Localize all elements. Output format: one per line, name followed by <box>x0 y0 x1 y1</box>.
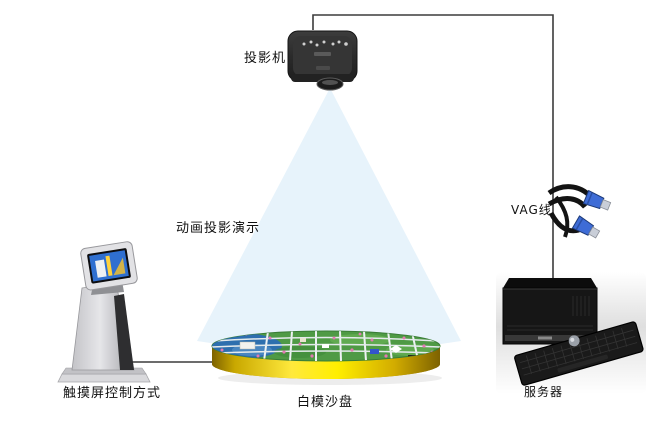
keyboard-spacebar <box>557 354 609 373</box>
kiosk-screen <box>80 241 138 291</box>
keyboard-illustration <box>514 321 644 386</box>
server-strip-logo <box>538 336 552 340</box>
kiosk-base <box>57 373 151 383</box>
label-sand-table: 白模沙盘 <box>297 395 354 410</box>
server-illustration <box>502 278 598 345</box>
projector-label-plate <box>316 66 330 70</box>
projection-beam <box>197 88 461 352</box>
label-projector: 投影机 <box>244 51 287 66</box>
label-server: 服务器 <box>524 385 564 399</box>
vga-connectors-illustration <box>547 184 612 239</box>
label-animation-demo: 动画投影演示 <box>176 221 261 236</box>
projector-lens-highlight <box>322 80 338 85</box>
server-vents <box>507 296 593 331</box>
kiosk-side-panel <box>114 294 134 370</box>
projector-buttons <box>302 40 348 47</box>
label-vga-cable: VAG线 <box>511 203 552 217</box>
projector-logo <box>314 52 331 56</box>
sand-table-illustration <box>211 330 442 385</box>
keyboard-keys <box>519 328 638 376</box>
label-touch-kiosk: 触摸屏控制方式 <box>63 386 162 401</box>
cable-projector-to-server <box>312 14 554 290</box>
server-top-face <box>503 278 597 288</box>
vga-connector-lower <box>571 215 601 239</box>
touch-kiosk-illustration <box>57 241 151 383</box>
keyboard-shine-glint <box>570 337 575 342</box>
vga-connector-upper <box>582 189 612 211</box>
projector-illustration <box>287 30 358 91</box>
